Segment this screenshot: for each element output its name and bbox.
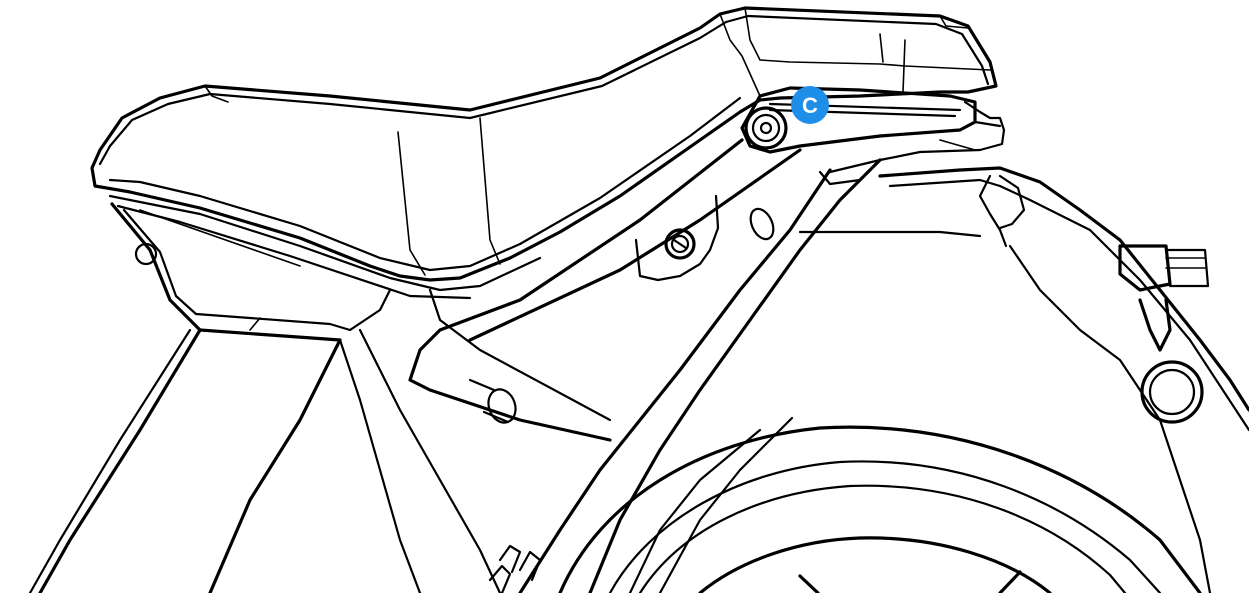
lower-detail [488,544,542,593]
left-side-panel [28,202,502,593]
seat-base [108,194,542,300]
rear-body [798,166,1249,593]
frame [408,138,882,593]
seat [90,6,998,282]
rear-wheel [558,416,1202,593]
callout-c-badge [791,86,829,124]
callout-c-label: C [802,93,818,118]
hinge-bracket [740,86,1006,174]
tube-end [468,378,517,424]
rear-reflector [1118,244,1210,424]
callout-c: C [791,86,829,124]
